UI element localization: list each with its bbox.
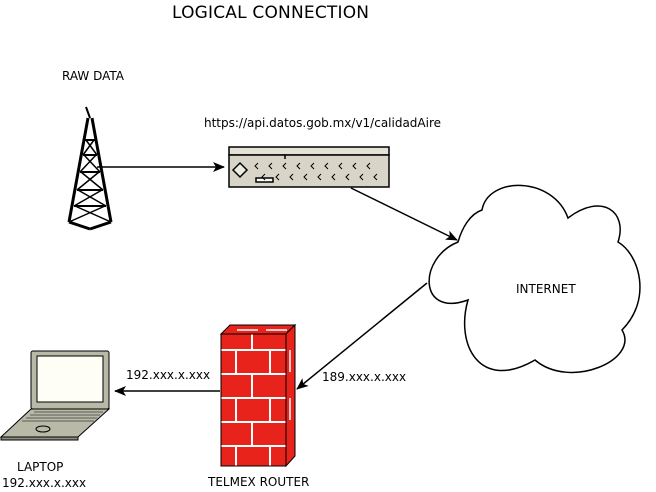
api-url-label: https://api.datos.gob.mx/v1/calidadAire [204, 116, 442, 130]
router-label: TELMEX ROUTER [208, 475, 310, 489]
firewall-router-icon [219, 323, 297, 468]
internet-cloud-icon [428, 184, 641, 374]
api-server-icon [228, 146, 390, 188]
laptop-icon [0, 350, 111, 441]
router-lan-ip-label: 192.xxx.x.xxx [126, 368, 211, 382]
edge-api-to-internet [350, 187, 458, 241]
laptop-label: LAPTOP [17, 460, 64, 474]
raw-data-label: RAW DATA [62, 69, 124, 83]
router-wan-ip-label: 189.xxx.x.xxx [322, 370, 407, 384]
laptop-ip-label: 192.xxx.x.xxx [2, 476, 87, 490]
connection-edges [97, 162, 458, 396]
radio-tower-icon [67, 106, 113, 231]
diagram-title: LOGICAL CONNECTION [172, 3, 370, 23]
internet-label: INTERNET [516, 282, 576, 296]
edge-internet-to-router [296, 282, 428, 390]
